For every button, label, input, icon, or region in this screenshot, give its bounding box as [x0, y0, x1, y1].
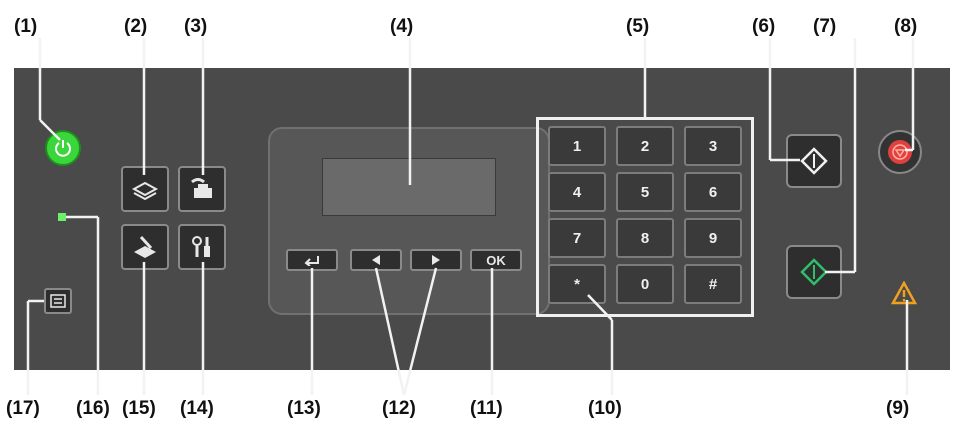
callout-16: (16) — [76, 398, 110, 419]
numeric-keypad — [536, 117, 754, 317]
scan-icon — [134, 235, 156, 258]
callout-3: (3) — [184, 16, 208, 37]
key-6[interactable]: 6 — [684, 172, 742, 212]
callout-2: (2) — [124, 16, 148, 37]
power-icon — [55, 140, 71, 157]
key-7[interactable]: 7 — [548, 218, 606, 258]
right-arrow-icon — [432, 255, 440, 265]
key-hash[interactable]: # — [684, 264, 742, 304]
callout-14: (14) — [180, 398, 214, 419]
key-8[interactable]: 8 — [616, 218, 674, 258]
key-5[interactable]: 5 — [616, 172, 674, 212]
key-3[interactable]: 3 — [684, 126, 742, 166]
callout-10: (10) — [588, 398, 622, 419]
stop-icon — [888, 140, 912, 164]
fax-quality-button[interactable] — [44, 288, 72, 314]
callout-1: (1) — [14, 16, 38, 37]
callout-12: (12) — [382, 398, 416, 419]
start-color-icon — [800, 258, 828, 286]
alarm-lamp — [58, 213, 66, 221]
callout-9: (9) — [886, 398, 910, 419]
fax-icon — [191, 178, 212, 198]
back-icon — [304, 256, 319, 266]
alarm-icon — [891, 281, 917, 305]
key-0[interactable]: 0 — [616, 264, 674, 304]
callout-17: (17) — [6, 398, 40, 419]
key-9[interactable]: 9 — [684, 218, 742, 258]
ok-button[interactable]: OK — [470, 249, 522, 271]
key-tone[interactable]: * — [548, 264, 606, 304]
setup-button[interactable] — [178, 224, 226, 270]
power-button[interactable] — [45, 130, 81, 166]
callout-5: (5) — [626, 16, 650, 37]
fax-quality-icon — [50, 294, 66, 308]
key-4[interactable]: 4 — [548, 172, 606, 212]
start-black-icon — [800, 147, 828, 175]
callout-8: (8) — [894, 16, 918, 37]
callout-15: (15) — [122, 398, 156, 419]
key-2[interactable]: 2 — [616, 126, 674, 166]
callout-7: (7) — [813, 16, 837, 37]
callout-4: (4) — [390, 16, 414, 37]
callout-6: (6) — [752, 16, 776, 37]
stop-button[interactable] — [878, 130, 922, 174]
setup-icon — [192, 236, 210, 257]
left-arrow-icon — [372, 255, 380, 265]
copy-icon — [131, 181, 159, 201]
key-1[interactable]: 1 — [548, 126, 606, 166]
callout-13: (13) — [287, 398, 321, 419]
callout-11: (11) — [470, 398, 503, 419]
